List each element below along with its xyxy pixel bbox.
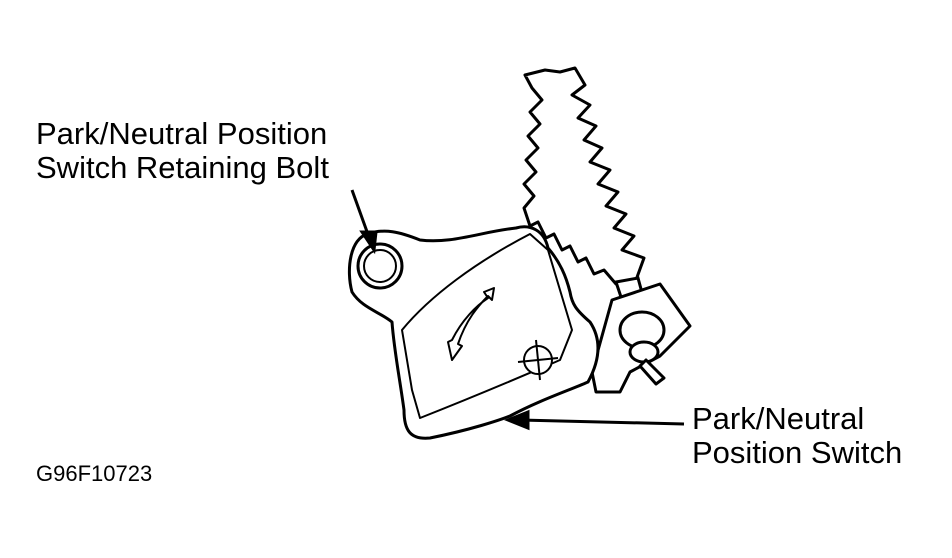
- leader-arrow-switch: [503, 409, 685, 431]
- cable-bracket: [590, 282, 692, 394]
- rotation-arrow-icon: [447, 287, 495, 361]
- position-switch-label: Park/Neutral Position Switch: [692, 403, 902, 471]
- leader-arrow-bolt: [350, 189, 378, 255]
- figure-code: G96F10723: [36, 461, 153, 486]
- position-switch-label-line-1: Park/Neutral: [692, 401, 865, 436]
- retaining-bolt-label: Park/Neutral Position Switch Retaining B…: [36, 118, 329, 186]
- switch-body: [347, 225, 600, 440]
- retaining-bolt-label-line-1: Park/Neutral Position: [36, 116, 328, 151]
- retaining-bolt-label-line-2: Switch Retaining Bolt: [36, 150, 329, 185]
- position-switch-label-line-2: Position Switch: [692, 435, 903, 470]
